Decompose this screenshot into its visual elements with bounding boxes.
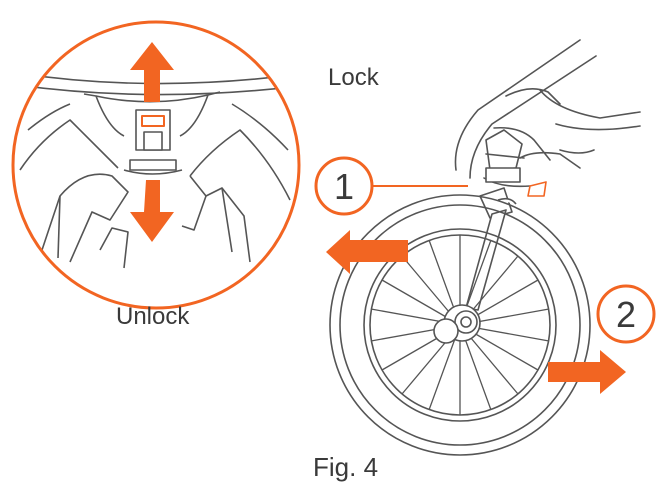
lock-label: Lock	[328, 64, 379, 91]
unlock-label: Unlock	[116, 303, 190, 330]
arrow-down-icon	[130, 180, 174, 242]
step-2-marker: 2	[596, 284, 656, 344]
arrow-up-icon	[130, 42, 174, 102]
front-wheel	[329, 194, 591, 456]
arrow-left-icon	[326, 230, 408, 274]
arrow-right-icon	[548, 350, 626, 394]
lock-detail-inset	[11, 20, 301, 310]
step-1-marker: 1	[314, 156, 468, 216]
figure-caption: Fig. 4	[313, 452, 379, 482]
step-2-number: 2	[616, 294, 636, 335]
step-1-number: 1	[334, 166, 354, 207]
stroller-frame	[454, 39, 641, 197]
front-fork	[465, 187, 517, 311]
